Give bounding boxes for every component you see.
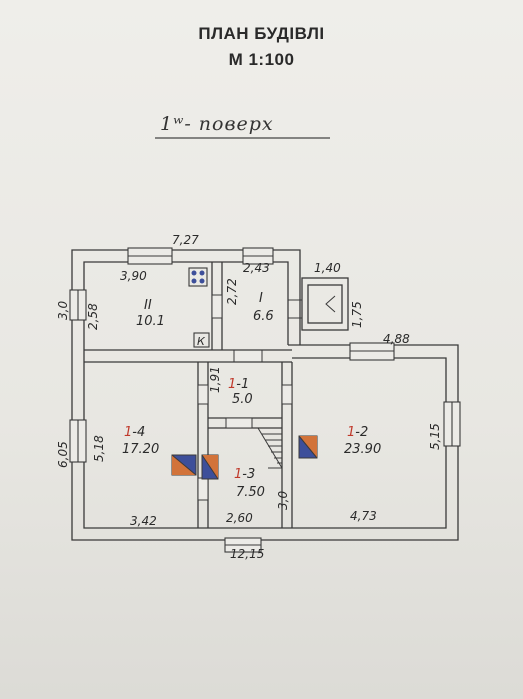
dim-right-top: 4,88 bbox=[383, 332, 410, 346]
room-1-2-area: 23.90 bbox=[344, 442, 381, 457]
dim-left-upper: 3,0 bbox=[56, 301, 70, 320]
kitchen-stove-icon bbox=[188, 267, 208, 287]
dim-room-1-2-height: 5,15 bbox=[428, 423, 442, 450]
heater-icon-right bbox=[298, 435, 318, 459]
room-labels: II 10.1 I 6.6 1-1 5.0 1-4 17.20 1-2 23.9… bbox=[122, 291, 381, 500]
dim-hall-height: 1,91 bbox=[208, 366, 222, 393]
door-openings bbox=[198, 295, 292, 500]
dim-room-ii-width: 3,90 bbox=[120, 269, 147, 283]
room-i-number: I bbox=[259, 291, 263, 306]
dim-bottom-total: 12,15 bbox=[230, 547, 264, 561]
porch-entry-arrow bbox=[325, 295, 336, 313]
plan-scale: М 1:100 bbox=[228, 50, 295, 69]
dim-room-i-height: 2,72 bbox=[225, 278, 239, 305]
dim-room-ii-height: 2,58 bbox=[86, 303, 100, 330]
dim-top-total: 7,27 bbox=[172, 233, 199, 247]
room-1-1-prefix: 1 bbox=[228, 377, 236, 392]
plan-title: ПЛАН БУДІВЛІ bbox=[198, 24, 325, 43]
room-1-3-prefix: 1 bbox=[234, 467, 242, 482]
heater-icon-middle bbox=[201, 454, 219, 480]
room-1-2-prefix: 1 bbox=[347, 425, 355, 440]
room-1-4-area: 17.20 bbox=[122, 442, 159, 457]
dim-left-total: 6,05 bbox=[56, 441, 70, 468]
chimney-mark: К bbox=[197, 335, 206, 348]
dimension-labels: 7,27 3,90 2,43 1,40 4,88 3,42 2,60 4,73 … bbox=[56, 233, 442, 561]
room-1-1-number: -1 bbox=[236, 377, 249, 392]
dim-porch-width: 1,40 bbox=[314, 261, 341, 275]
dim-room-1-3-width: 2,60 bbox=[226, 511, 253, 525]
svg-text:1-1: 1-1 bbox=[228, 377, 249, 392]
chimney-box bbox=[193, 332, 210, 348]
dim-room-1-4-width: 3,42 bbox=[130, 514, 157, 528]
svg-text:1-2: 1-2 bbox=[347, 425, 368, 440]
dim-room-1-4-height: 5,18 bbox=[92, 435, 106, 462]
room-1-3-number: -3 bbox=[242, 467, 255, 482]
dim-stair-height: 3,0 bbox=[276, 491, 290, 510]
dim-porch-depth: 1,75 bbox=[350, 301, 364, 328]
dim-room-i-width: 2,43 bbox=[243, 261, 270, 275]
room-1-4-prefix: 1 bbox=[124, 425, 132, 440]
svg-text:1-4: 1-4 bbox=[124, 425, 145, 440]
stairs bbox=[257, 427, 283, 469]
floor-label: 1ʷ- поверх bbox=[160, 113, 274, 135]
room-1-1-area: 5.0 bbox=[232, 392, 253, 407]
room-1-3-area: 7.50 bbox=[236, 485, 265, 500]
heater-icon-left bbox=[171, 454, 197, 476]
outer-walls bbox=[71, 249, 459, 541]
room-ii-number: II bbox=[144, 298, 152, 313]
room-1-2-number: -2 bbox=[355, 425, 368, 440]
dim-room-1-2-width: 4,73 bbox=[350, 509, 377, 523]
room-i-area: 6.6 bbox=[253, 309, 274, 324]
room-1-4-number: -4 bbox=[132, 425, 145, 440]
svg-text:1-3: 1-3 bbox=[234, 467, 255, 482]
room-ii-area: 10.1 bbox=[136, 314, 165, 329]
windows bbox=[69, 247, 461, 553]
